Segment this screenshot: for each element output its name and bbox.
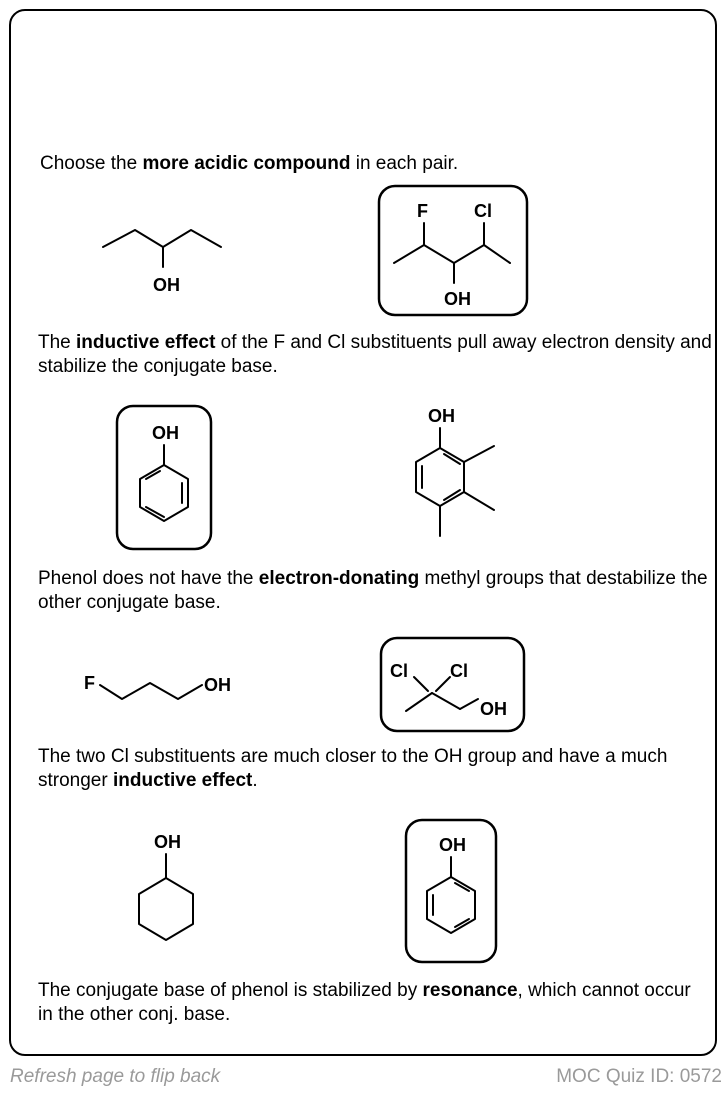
pair3-right-cl1-label: Cl (390, 661, 408, 681)
pair2-exp-prefix: Phenol does not have the (38, 568, 259, 589)
pair1-exp-bold: inductive effect (76, 332, 216, 353)
pair4-exp-suffix: , which cannot occur in the other conj. … (38, 980, 691, 1025)
pair1-exp-suffix: of the F and Cl substituents pull away e… (38, 332, 712, 377)
pair4-explanation: The conjugate base of phenol is stabiliz… (38, 979, 698, 1027)
pair4-left-oh-label: OH (154, 832, 181, 852)
pair4-left-molecule: OH (138, 832, 194, 941)
pair4-exp-bold: resonance (422, 980, 518, 1001)
pair3-left-molecule: F OH (84, 673, 231, 700)
pair3-right-molecule: Cl Cl OH (379, 636, 526, 733)
pair2-right-molecule: OH (415, 406, 495, 537)
pair2-exp-bold: electron-donating (258, 568, 420, 589)
pair3-exp-prefix: The two Cl substituents are much closer … (38, 746, 668, 791)
pair2-left-molecule: OH (115, 404, 213, 551)
pair1-right-f-label: F (417, 201, 428, 221)
pair3-left-oh-label: OH (204, 675, 231, 695)
quiz-id: MOC Quiz ID: 0572 (556, 1066, 722, 1087)
question-bold: more acidic compound (142, 153, 351, 174)
question-prefix: Choose the (40, 153, 143, 174)
pair3-right-cl2-label: Cl (450, 661, 468, 681)
pair4-right-oh-label: OH (439, 835, 466, 855)
pair3-exp-suffix: . (252, 770, 258, 791)
question-suffix: in each pair. (350, 153, 459, 174)
pair3-exp-bold: inductive effect (112, 770, 253, 791)
pair1-right-cl-label: Cl (474, 201, 492, 221)
pair4-right-molecule: OH (404, 818, 498, 964)
pair2-explanation: Phenol does not have the electron-donati… (38, 567, 718, 615)
pair1-explanation: The inductive effect of the F and Cl sub… (38, 331, 718, 379)
pair3-left-f-label: F (84, 673, 95, 693)
refresh-hint: Refresh page to flip back (10, 1066, 221, 1087)
pair4-answer-box (404, 818, 498, 964)
pair4-exp-prefix: The conjugate base of phenol is stabiliz… (38, 980, 423, 1001)
pair1-left-oh-label: OH (153, 275, 180, 295)
pair1-right-oh-label: OH (444, 289, 471, 309)
pair3-right-oh-label: OH (480, 699, 507, 719)
pair3-answer-box (379, 636, 526, 733)
pair2-right-oh-label: OH (428, 406, 455, 426)
quiz-card (9, 9, 717, 1056)
pair1-exp-prefix: The (38, 332, 77, 353)
pair1-answer-box (377, 184, 529, 317)
pair3-explanation: The two Cl substituents are much closer … (38, 745, 698, 793)
pair2-left-oh-label: OH (152, 423, 179, 443)
pair2-exp-suffix: methyl groups that destabilize the other… (38, 568, 708, 613)
pair1-left-molecule: OH (102, 229, 222, 295)
pair2-answer-box (115, 404, 213, 551)
pair1-right-molecule: F Cl OH (377, 184, 529, 317)
question-text: Choose the more acidic compound in each … (40, 152, 700, 176)
